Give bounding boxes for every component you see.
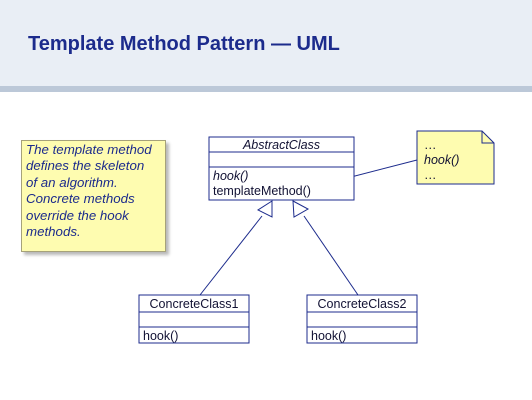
code-note <box>416 130 495 185</box>
explanation-note-line: methods. <box>26 224 81 240</box>
code-note-line: … <box>424 168 437 182</box>
inheritance-arrowhead-2 <box>292 200 310 218</box>
inheritance-arrowhead-1 <box>256 200 273 218</box>
explanation-note-line: defines the skeleton <box>26 158 145 174</box>
inheritance-arrow-2 <box>292 200 359 296</box>
explanation-note: The template method defines the skeleton… <box>21 140 166 252</box>
abstract-class-box <box>208 136 355 201</box>
inheritance-line-2 <box>303 215 359 296</box>
concrete-class-1-box <box>138 294 250 344</box>
code-note-shape <box>416 130 495 185</box>
inheritance-line-1 <box>199 215 263 296</box>
code-note-line: hook() <box>424 153 460 167</box>
explanation-note-line: of an algorithm. <box>26 174 118 190</box>
concrete-class-2-method: hook() <box>311 329 347 343</box>
abstract-class-name: AbstractClass <box>242 138 321 152</box>
concrete-class-2-frame <box>306 294 418 344</box>
inheritance-arrow-1 <box>199 200 273 296</box>
concrete-class-2-box <box>306 294 418 344</box>
slide-header <box>0 0 532 86</box>
slide-title: Template Method Pattern — UML <box>28 33 340 55</box>
code-note-fold <box>481 131 494 144</box>
header-divider <box>0 86 532 92</box>
code-note-line: … <box>424 138 437 152</box>
abstract-class-method: hook() <box>213 169 249 183</box>
explanation-note-line: Concrete methods <box>26 191 135 207</box>
explanation-note-line: The template method <box>26 142 152 157</box>
explanation-note-line: override the hook <box>26 207 129 223</box>
abstract-class-frame <box>208 136 355 201</box>
abstract-class-method: templateMethod() <box>213 184 311 198</box>
concrete-class-2-name: ConcreteClass2 <box>317 297 407 311</box>
concrete-class-1-name: ConcreteClass1 <box>149 297 239 311</box>
concrete-class-1-method: hook() <box>143 329 179 343</box>
concrete-class-1-frame <box>138 294 250 344</box>
